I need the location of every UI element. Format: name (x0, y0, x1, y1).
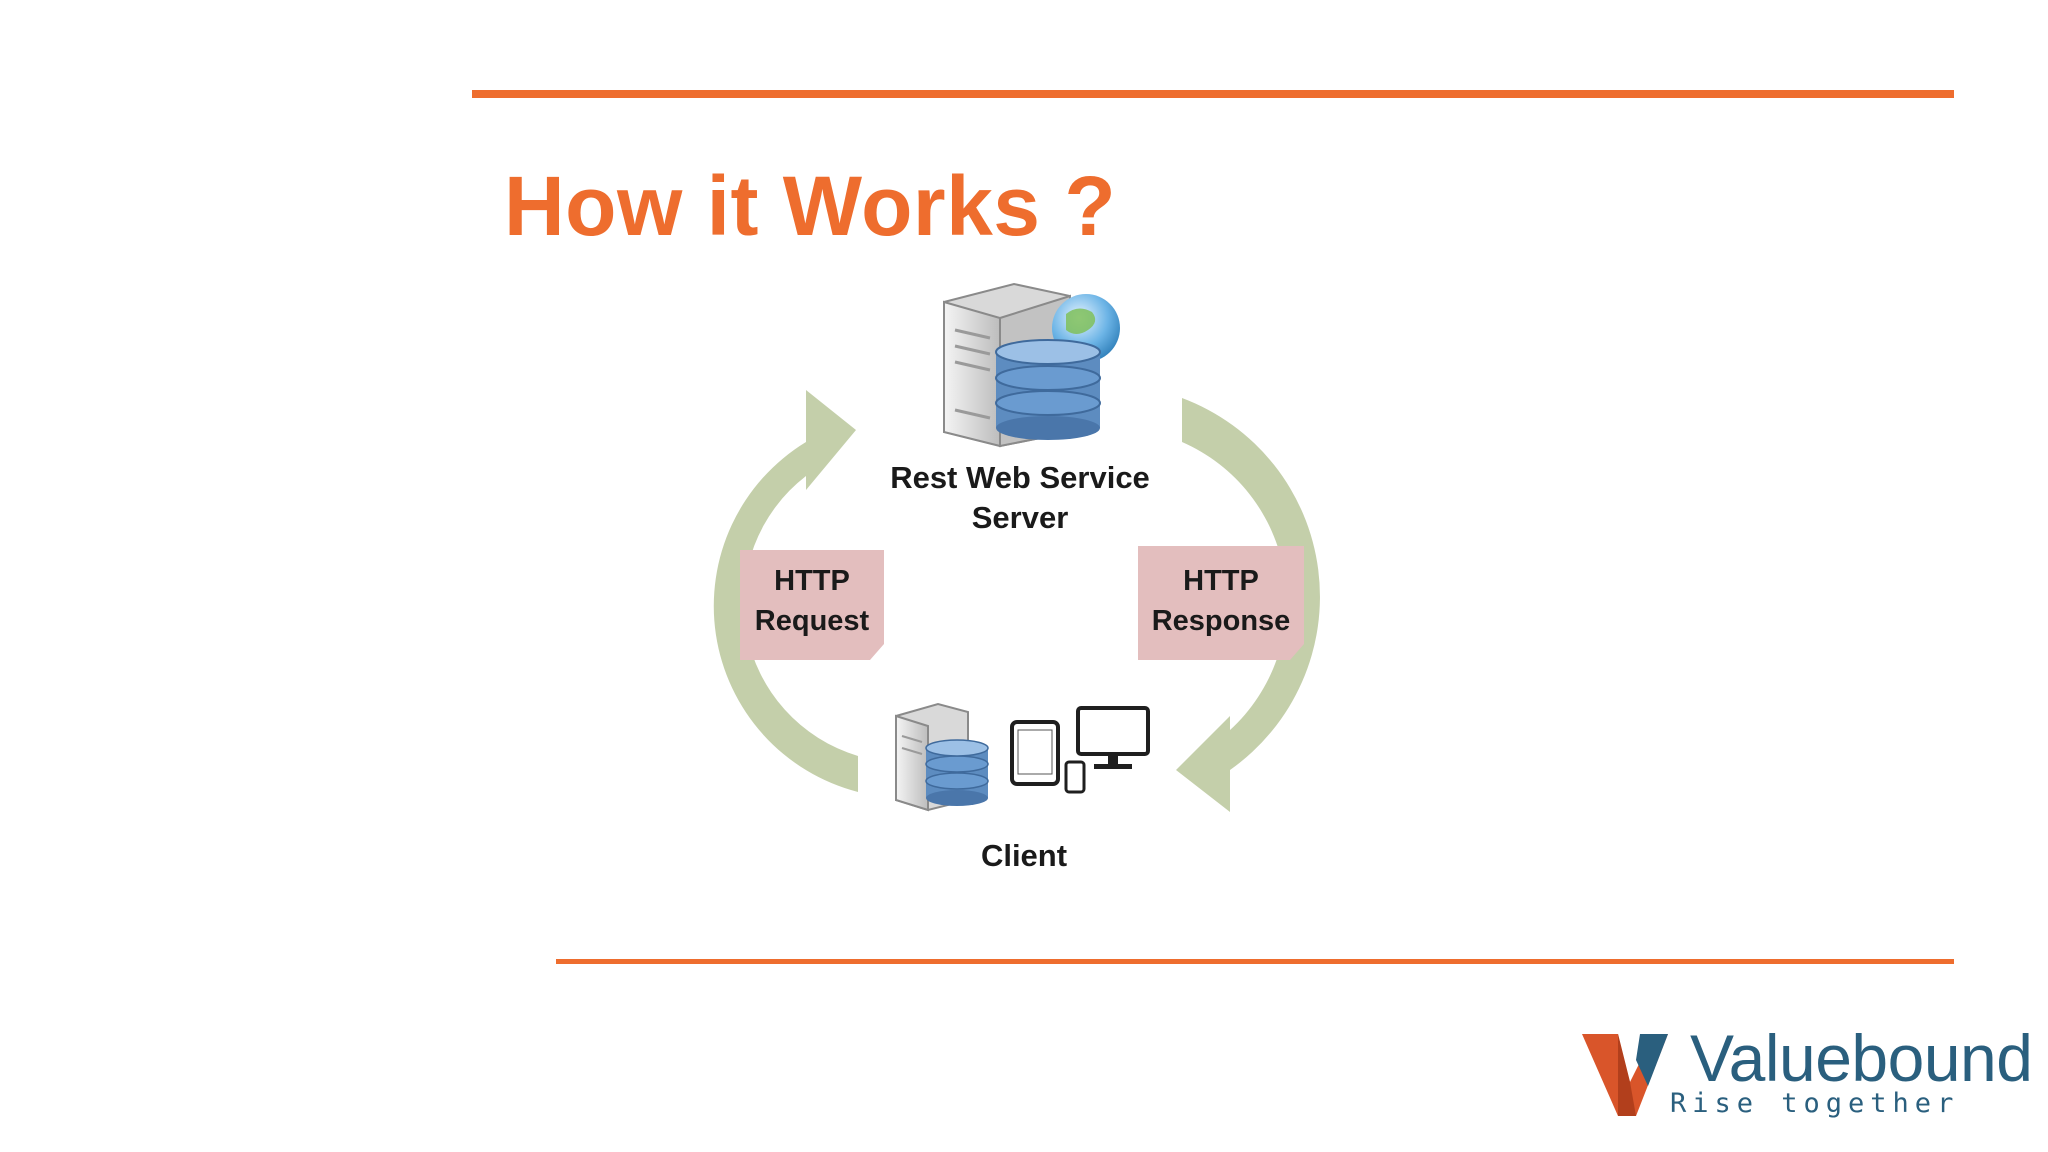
top-divider (472, 90, 1954, 98)
request-label-line1: HTTP (774, 565, 850, 597)
logo-wordmark: Valuebound (1690, 1021, 2033, 1095)
request-arrow (713, 390, 858, 792)
slide-title: How it Works ? (504, 159, 1117, 253)
valuebound-logo: Valuebound Rise together (1578, 1021, 2033, 1126)
request-label-line2: Request (755, 605, 870, 637)
tablet-icon (1010, 720, 1060, 786)
logo-mark-icon (1582, 1034, 1668, 1116)
response-label-line1: HTTP (1183, 565, 1259, 597)
monitor-icon (1076, 706, 1150, 769)
http-request-box: HTTP Request (740, 550, 884, 660)
server-label-line1: Rest Web Service (890, 460, 1150, 495)
phone-icon (1064, 760, 1086, 794)
client-server-icon (895, 702, 989, 812)
server-icon (943, 282, 1120, 448)
http-response-box: HTTP Response (1138, 546, 1304, 660)
server-label-line2: Server (972, 500, 1069, 535)
response-label-line2: Response (1152, 605, 1291, 637)
response-arrow (1176, 398, 1320, 812)
database-icon (995, 339, 1101, 440)
bottom-divider (556, 959, 1954, 964)
logo-tagline: Rise together (1670, 1088, 1960, 1119)
client-label: Client (981, 838, 1067, 873)
